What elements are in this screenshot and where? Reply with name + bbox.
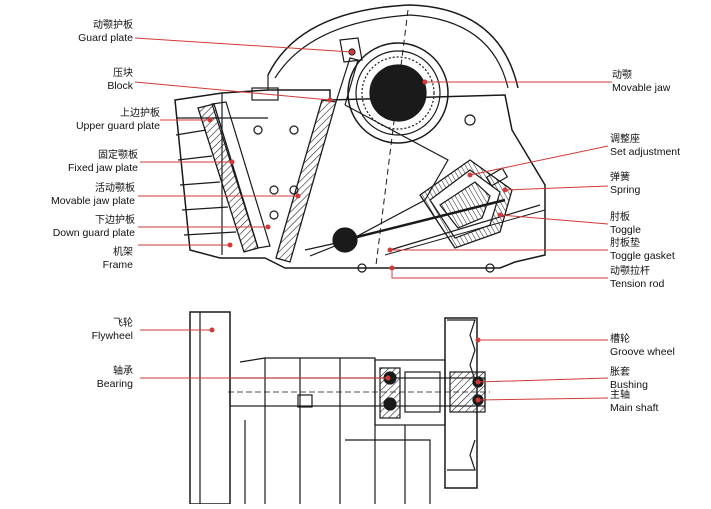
- label-flywheel: 飞轮 Flywheel: [91, 318, 133, 342]
- label-guard-plate: 动颚护板 Guard plate: [78, 20, 133, 44]
- label-set-adjustment: 调整座 Set adjustment: [610, 134, 681, 158]
- movable-jaw-plate-shape: [275, 99, 337, 263]
- label-movable-jaw-plate: 活动颚板 Movable jaw plate: [50, 183, 135, 207]
- flywheel-shape: [189, 311, 231, 505]
- label-movable-jaw: 动颚 Movable jaw: [612, 70, 671, 94]
- label-toggle-gasket: 肘板垫 Toggle gasket: [610, 238, 675, 262]
- label-frame: 机架 Frame: [102, 247, 133, 271]
- groove-wheel-shape: [444, 317, 486, 489]
- front-section-view: [189, 311, 490, 505]
- label-upper-guard-plate: 上边护板 Upper guard plate: [75, 108, 160, 132]
- side-section-view: [174, 4, 546, 273]
- label-spring: 弹簧 Spring: [610, 172, 641, 196]
- label-main-shaft: 主轴 Main shaft: [610, 390, 659, 414]
- leader-lines: [134, 37, 612, 403]
- label-groove-wheel: 槽轮 Groove wheel: [610, 334, 675, 358]
- label-block: 压块 Block: [107, 68, 133, 92]
- label-tension-rod: 动颚拉杆 Tension rod: [610, 266, 665, 290]
- bearing-shape: [374, 359, 446, 426]
- label-bearing: 轴承 Bearing: [96, 366, 133, 390]
- tension-rod-shape: [344, 198, 506, 242]
- flywheel-outline: [267, 4, 519, 89]
- label-down-guard-plate: 下边护板 Down guard plate: [52, 215, 135, 239]
- label-toggle: 肘板 Toggle: [610, 212, 641, 236]
- label-bushing: 胀套 Bushing: [610, 367, 648, 391]
- spring-assembly: [419, 159, 513, 249]
- label-fixed-jaw-plate: 固定颚板 Fixed jaw plate: [67, 150, 138, 174]
- frame-body: [174, 89, 546, 269]
